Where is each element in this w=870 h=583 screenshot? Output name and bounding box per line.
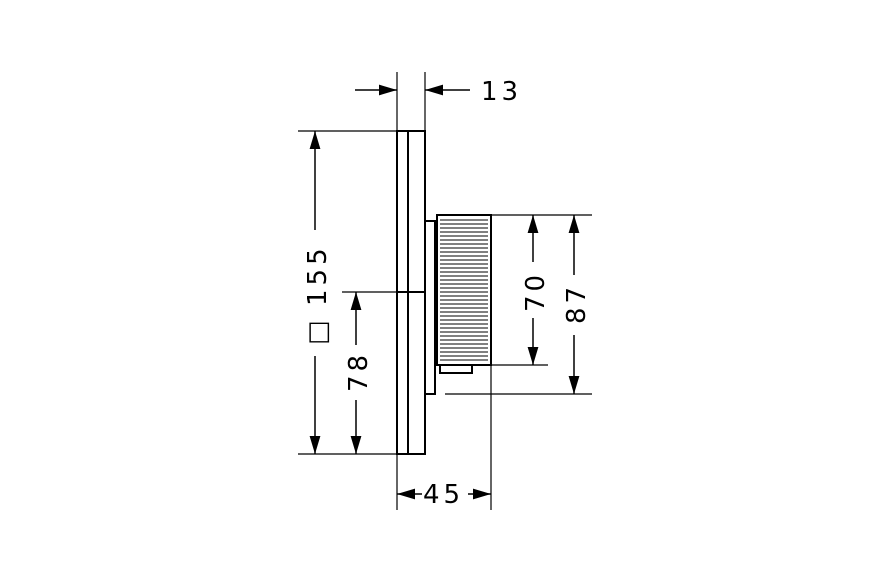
dim-label-square-symbol: □ <box>303 316 333 345</box>
part-outline <box>396 130 492 455</box>
knob-base <box>439 364 473 374</box>
body-housing <box>424 220 436 395</box>
dimension-lines <box>309 84 580 500</box>
control-knob <box>436 214 492 366</box>
dim-label-155: 155 <box>303 244 333 306</box>
dim-label-78: 78 <box>344 351 374 392</box>
dim-label-45: 45 <box>423 480 464 510</box>
knob-knurling <box>440 219 488 361</box>
dim-label-70: 70 <box>521 271 551 312</box>
dim-label-87: 87 <box>562 283 592 324</box>
dim-label-13: 13 <box>481 77 522 107</box>
